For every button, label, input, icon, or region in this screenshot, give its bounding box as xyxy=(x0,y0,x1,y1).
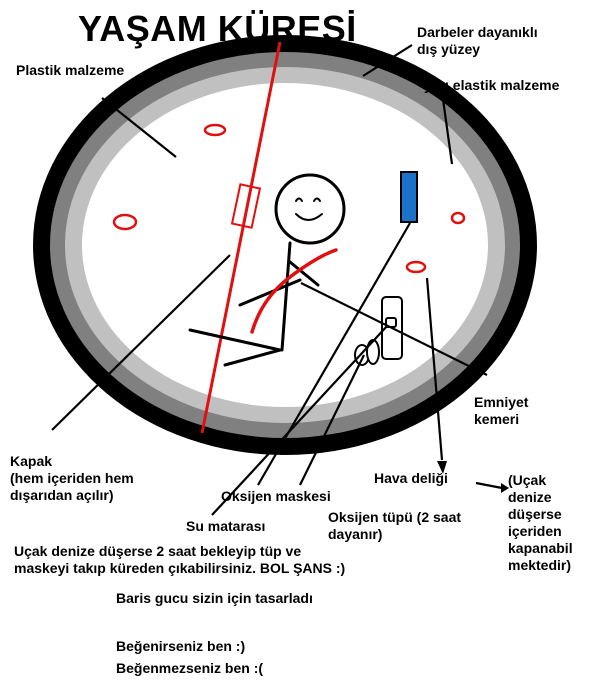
label-impact-resistant-surface: Darbeler dayanıklı dış yüzey xyxy=(417,24,538,57)
like-note: Beğenirseniz ben :) xyxy=(116,638,246,654)
label-plastic-material: Plastik malzeme xyxy=(16,62,125,78)
designer-credit: Baris gucu sizin için tasarladı xyxy=(116,590,313,606)
leader-lines xyxy=(51,44,503,516)
label-water-bottle: Su matarası xyxy=(186,518,266,534)
page-title: YAŞAM KÜRESİ xyxy=(78,8,357,49)
oxygen-tank xyxy=(400,171,418,223)
air-hole xyxy=(405,260,427,274)
instruction-note: Uçak denize düşerse 2 saat bekleyip tüp … xyxy=(14,543,346,576)
label-semi-elastic-material: yarı elastik malzeme xyxy=(424,77,560,93)
air-hole xyxy=(450,211,466,225)
dislike-note: Beğenmezseniz ben :( xyxy=(116,660,264,676)
air-hole xyxy=(203,123,227,137)
label-sealable-note: (Uçak denize düşerse içeriden kapanabil … xyxy=(508,472,573,573)
arrowhead-icon xyxy=(437,461,447,474)
hatch-handle xyxy=(230,183,262,229)
face-icon xyxy=(295,197,323,221)
passenger-figure xyxy=(188,173,346,367)
hatch-seam xyxy=(200,41,282,434)
label-oxygen-mask: Oksijen maskesi xyxy=(221,488,331,504)
label-air-hole: Hava deliği xyxy=(374,470,448,486)
label-oxygen-tank: Oksijen tüpü (2 saat dayanır) xyxy=(328,509,462,542)
air-hole xyxy=(112,213,138,231)
label-seatbelt: Emniyet kemeri xyxy=(474,394,529,427)
arrowhead-icon xyxy=(501,483,509,493)
label-hatch: Kapak (hem içeriden hem dışarıdan açılır… xyxy=(10,453,134,503)
seatbelt xyxy=(250,248,338,334)
